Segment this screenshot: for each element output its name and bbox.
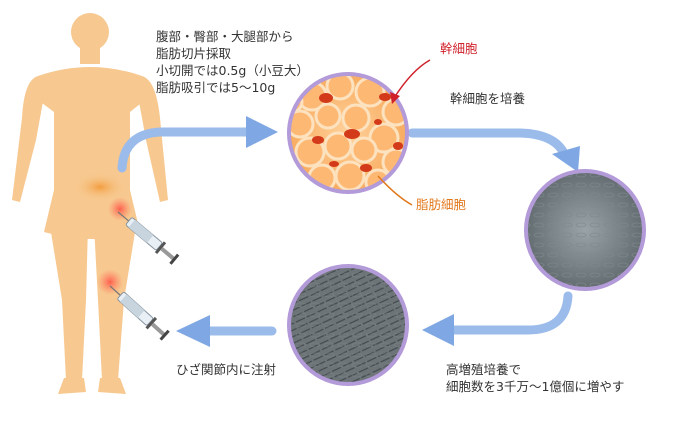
fat-cell-pointer xyxy=(377,175,413,206)
expansion-line: 高増殖培養で xyxy=(446,362,522,377)
fat-tissue-micrograph xyxy=(287,72,409,194)
arrow-expansion-to-injection xyxy=(176,315,277,347)
syringe-icon xyxy=(117,211,180,265)
knee-injection-glow xyxy=(97,269,123,295)
injection-label: ひざ関節内に注射 xyxy=(176,362,277,377)
stem-cell-label: 幹細胞 xyxy=(440,41,478,56)
arrow-fat-to-culture xyxy=(407,128,580,172)
human-body-figure xyxy=(12,13,168,394)
fat-cell-label: 脂肪細胞 xyxy=(416,197,467,212)
culture-label: 幹細胞を培養 xyxy=(450,91,526,106)
arrow-culture-to-expansion xyxy=(422,291,573,346)
harvest-line: 脂肪吸引では5〜10g xyxy=(156,80,276,95)
harvest-site-glow xyxy=(74,173,126,201)
stem-cell-pointer-head xyxy=(390,92,400,104)
thigh-injection-glow xyxy=(108,197,132,221)
expansion-description: 高増殖培養で 細胞数を3千万〜1億個に増やす xyxy=(446,361,624,395)
expansion-line: 細胞数を3千万〜1億個に増やす xyxy=(446,379,625,394)
arrow-harvest-to-fat xyxy=(117,116,278,173)
harvest-description: 腹部・臀部・大腿部から 脂肪切片採取 小切開では0.5g（小豆大） 脂肪吸引では… xyxy=(156,28,309,96)
cultured-cells-micrograph xyxy=(524,169,646,291)
harvest-line: 脂肪切片採取 xyxy=(156,46,232,61)
expanded-cells-micrograph xyxy=(287,264,409,386)
harvest-line: 腹部・臀部・大腿部から xyxy=(156,29,294,44)
stem-cell-pointer xyxy=(393,59,431,99)
syringe-icon xyxy=(109,285,170,341)
harvest-line: 小切開では0.5g（小豆大） xyxy=(156,63,309,78)
